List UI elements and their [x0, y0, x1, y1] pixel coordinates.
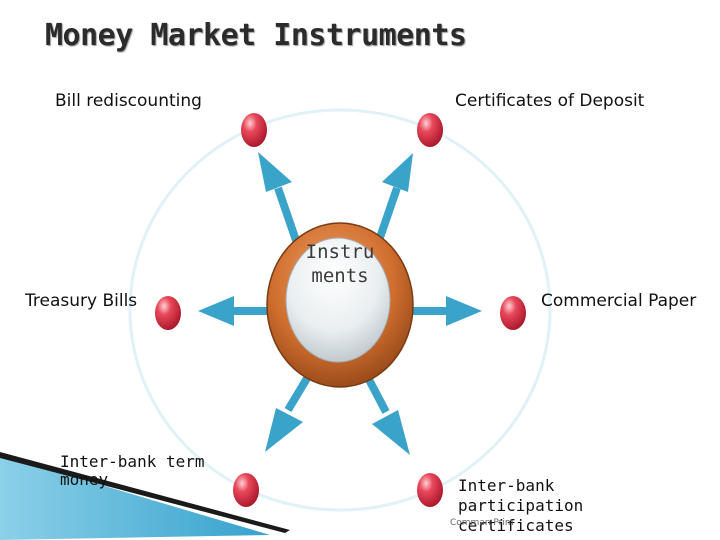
label-inter-bank-participation: Inter-bank participation certificates [458, 476, 584, 535]
node-bill-rediscounting [241, 113, 267, 147]
node-treasury-bills [155, 296, 181, 330]
decorative-stripe [0, 452, 290, 540]
hub-label: Instruments [305, 241, 375, 287]
node-commercial-paper [500, 296, 526, 330]
node-certificates-of-deposit [417, 113, 443, 147]
label-inter-bank-term-money: Inter-bank term money [60, 452, 205, 490]
node-inter-bank-term-money [233, 473, 259, 507]
arrow-down-left [265, 367, 316, 452]
label-commercial-paper: Commercial Paper [541, 291, 697, 311]
label-treasury-bills: Treasury Bills [25, 291, 138, 311]
arrow-down-right [361, 370, 410, 455]
hub-inner [285, 237, 391, 363]
footer-text: Comman Prim [450, 518, 514, 528]
label-certificates-of-deposit: Certificates of Deposit [455, 91, 645, 111]
page-title: Money Market Instruments [45, 18, 467, 53]
arrow-up-left [258, 152, 304, 254]
node-inter-bank-participation [417, 473, 443, 507]
background-ring [128, 108, 552, 512]
label-bill-rediscounting: Bill rediscounting [55, 91, 202, 111]
